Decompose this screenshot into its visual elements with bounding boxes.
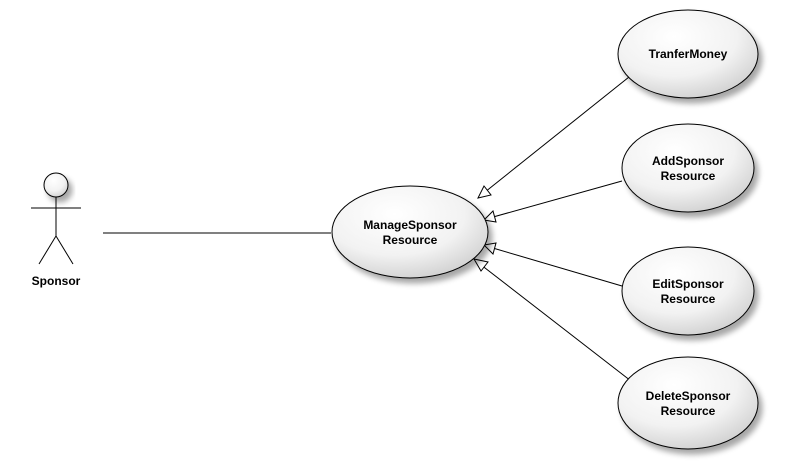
- use-case-add-sponsor-resource[interactable]: AddSponsor Resource: [621, 123, 755, 213]
- generalization-delete: [475, 260, 632, 382]
- actor-sponsor[interactable]: Sponsor: [31, 172, 81, 288]
- use-case-delete-sponsor-resource[interactable]: DeleteSponsor Resource: [617, 356, 759, 450]
- generalization-edit: [485, 245, 623, 287]
- use-case-label-line2: Resource: [661, 169, 716, 183]
- arrowhead-edit: [482, 242, 497, 255]
- use-case-edit-sponsor-resource[interactable]: EditSponsor Resource: [621, 246, 755, 336]
- use-case-ellipse: [617, 356, 759, 450]
- generalization-transfer: [479, 76, 630, 197]
- use-case-label-line1: DeleteSponsor: [646, 389, 731, 403]
- use-case-label-line1: AddSponsor: [652, 154, 724, 168]
- use-case-label-line2: Resource: [383, 233, 438, 247]
- arrowhead-add: [482, 210, 497, 223]
- arrowhead-delete: [472, 258, 489, 272]
- actor-label: Sponsor: [32, 274, 81, 288]
- use-case-label-line1: EditSponsor: [652, 277, 724, 291]
- use-case-ellipse: [621, 123, 755, 213]
- generalization-add: [485, 180, 623, 220]
- use-case-ellipse: [617, 9, 759, 99]
- use-case-manage-sponsor-resource[interactable]: ManageSponsor Resource: [331, 185, 489, 279]
- use-case-label-line1: ManageSponsor: [363, 218, 457, 232]
- actor-head-icon: [43, 172, 69, 198]
- use-case-ellipse: [621, 246, 755, 336]
- use-case-ellipse: [331, 185, 489, 279]
- use-case-label-line1: TranferMoney: [649, 47, 728, 61]
- actor-right-leg: [55, 235, 74, 265]
- actor-left-leg: [38, 235, 57, 265]
- generalization-arrows: [472, 76, 632, 382]
- use-case-label-line2: Resource: [661, 292, 716, 306]
- use-case-label-line2: Resource: [661, 404, 716, 418]
- arrowhead-transfer: [477, 185, 492, 199]
- use-case-tranfer-money[interactable]: TranferMoney: [617, 9, 759, 99]
